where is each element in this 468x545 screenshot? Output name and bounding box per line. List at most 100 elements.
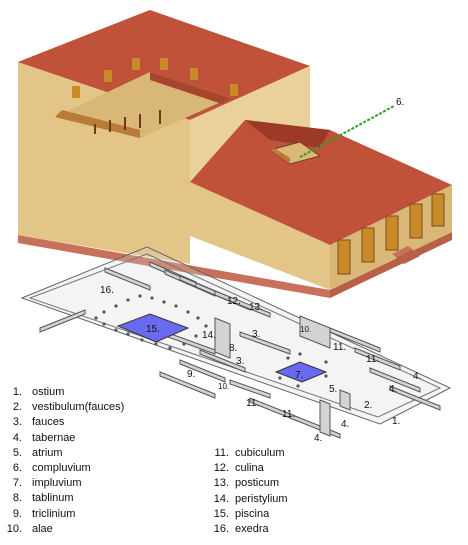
window (72, 86, 80, 98)
plan-label-fauces: 3. (236, 356, 244, 367)
legend-item: 8. tablinum (0, 491, 124, 506)
plan-label-exedra: 16. (100, 285, 114, 296)
legend-name: compluvium (32, 462, 91, 475)
window (104, 70, 112, 82)
piscina-pool (116, 313, 190, 343)
plan-label-ostium: 1. (392, 416, 400, 427)
plan-label-cubiculum: 11. (366, 354, 379, 365)
shop-door (431, 193, 445, 227)
legend-name: culina (235, 462, 264, 475)
plan-label-piscina: 15. (146, 324, 160, 335)
plan-label-triclinium: 9. (187, 369, 195, 380)
legend-item: 12. culina (205, 461, 288, 476)
shop-door (385, 215, 399, 251)
legend-item: 11. cubiculum (205, 446, 288, 461)
legend-name: fauces (32, 416, 65, 429)
legend-num: 15. (213, 507, 229, 520)
peristyle-columns (94, 294, 208, 350)
legend-name: ostium (32, 386, 65, 398)
legend-item: 15. piscina (205, 507, 288, 522)
peristyle-colonnade (55, 110, 140, 138)
impluvium-pool (274, 361, 328, 383)
legend-item: 10. alae (0, 522, 124, 537)
plan-label-culina: 12. (227, 296, 241, 307)
legend-name: alae (32, 522, 53, 535)
foundation-right (330, 232, 452, 298)
legend-item: 3. fauces (0, 415, 124, 430)
house-model: 6. (18, 10, 452, 298)
plan-label-tabernae: 4. (389, 384, 397, 395)
plan-label-tabernae: 4. (314, 433, 322, 444)
legend-name: vestibulum(fauces) (32, 401, 125, 414)
plan-fill (22, 247, 450, 424)
legend-name: peristylium (235, 492, 288, 505)
shop-door (361, 227, 375, 263)
legend-num: 6. (12, 462, 22, 475)
plan-label-cubiculum: 11. (246, 398, 259, 409)
window (190, 68, 198, 80)
plan-label-vestibulum: 2. (364, 400, 372, 411)
legend-item: 2. vestibulum(fauces) (0, 400, 125, 415)
plan-outline (20, 246, 452, 425)
compluvium-edge (270, 148, 290, 164)
entrance-steps (396, 250, 420, 264)
legend-num: 3. (12, 416, 22, 429)
legend-name: cubiculum (235, 447, 285, 459)
legend-num: 10. (6, 522, 22, 535)
legend-item: 9. triclinium (0, 507, 124, 522)
shop-door (409, 203, 423, 239)
legend-num: 2. (12, 401, 22, 414)
legend-item: 4. tabernae (0, 431, 124, 446)
front-roof-shade (245, 120, 330, 148)
legend-num: 13. (213, 477, 229, 490)
front-block-south-wall (190, 182, 330, 290)
plan-label-tablinum: 8. (229, 343, 237, 354)
legend-item: 1. ostium (0, 385, 124, 400)
legend-num: 11. (214, 447, 229, 459)
legend-num: 14. (213, 492, 229, 505)
legend-item: 13. posticum (205, 476, 288, 491)
plan-label-atrium: 5. (329, 384, 337, 395)
legend-left: 1. ostium 2. vestibulum(fauces) 3. fauces 4… (0, 385, 125, 537)
legend-num: 9. (12, 507, 22, 520)
legend-name: tablinum (32, 492, 74, 505)
shop-door (337, 239, 351, 275)
legend-right: 11. cubiculum 12. culina 13. posticum 14. pe… (205, 446, 288, 537)
plan-label-fauces: 3. (252, 329, 260, 340)
legend-num: 4. (12, 431, 22, 444)
callout-label: 6. (396, 97, 404, 108)
legend-item: 5. atrium (0, 446, 124, 461)
legend-name: triclinium (32, 507, 76, 520)
legend-name: piscina (235, 507, 270, 520)
legend-name: atrium (32, 446, 63, 459)
atrium-columns (278, 352, 328, 388)
legend-item: 14. peristylium (205, 492, 288, 507)
window (132, 58, 140, 70)
plan-label-impluvium: 7. (295, 370, 303, 381)
plan-label-cubiculum: 11. (282, 409, 295, 420)
inner-roof-shade (150, 72, 230, 104)
legend-num: 8. (12, 492, 22, 505)
entrance-steps (392, 246, 416, 260)
plan-label-alae: 10. (218, 382, 229, 391)
legend-name: impluvium (32, 477, 82, 490)
floor-plan: 16. 12. 13. 15. 14. 3. 3. 8. 9. 10. 10. … (20, 246, 452, 444)
legend-name: tabernae (32, 431, 76, 444)
plan-label-peristylium: 14. (202, 330, 216, 341)
legend-num: 12. (213, 462, 229, 475)
legend-num: 5. (12, 446, 22, 459)
legend-item: 7. impluvium (0, 476, 124, 491)
plan-label-tabernae: 4. (341, 419, 349, 430)
plan-label-posticum: 13. (249, 302, 263, 313)
plan-label-alae: 10. (300, 325, 311, 334)
front-roof (190, 120, 452, 245)
legend-name: posticum (235, 477, 280, 490)
legend-num: 1. (12, 386, 22, 398)
window (160, 58, 168, 70)
legend-num: 7. (12, 477, 22, 490)
plan-label-tabernae: 4. (413, 371, 421, 382)
legend-name: exedra (235, 523, 269, 536)
window (230, 84, 238, 96)
legend-item: 16.exedra (205, 522, 288, 537)
